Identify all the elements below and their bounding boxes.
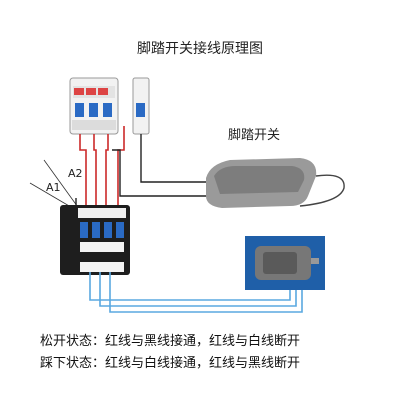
three-pole-breaker <box>69 77 119 135</box>
breaker-toggle <box>75 103 84 117</box>
single-pole-breaker <box>132 77 150 135</box>
terminal-label-a2: A2 <box>68 167 83 180</box>
motor <box>245 236 325 290</box>
caption-pressed-state: 踩下状态：红线与白线接通，红线与黑线断开 <box>40 356 301 371</box>
breaker-indicator <box>74 88 84 95</box>
blue-motor-wires <box>89 272 303 313</box>
ac-contactor <box>60 205 130 275</box>
terminal-label-a1: A1 <box>46 181 61 194</box>
pedal-switch-label: 脚踏开关 <box>228 128 281 143</box>
diagram-title: 脚踏开关接线原理图 <box>137 41 263 57</box>
caption-released-state: 松开状态：红线与黑线接通，红线与白线断开 <box>40 334 301 349</box>
foot-pedal-switch <box>206 158 345 208</box>
red-power-wires <box>79 126 125 212</box>
a2-leader-line <box>43 159 81 211</box>
